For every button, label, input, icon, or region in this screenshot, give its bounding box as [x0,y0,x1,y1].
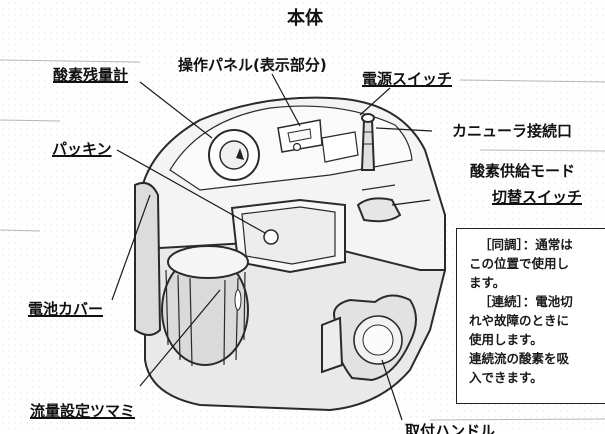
diagram-title: 本体 [287,8,323,29]
mode-note-box: ［同調］：通常は この位置で使用し ます。 ［連続］：電池切 れや故障のときに … [456,228,605,404]
background-lines [0,59,605,421]
note-line: 使用します。 [469,332,543,347]
note-line: この位置で使用し [469,256,570,271]
label-oxygen-gauge: 酸素残量計 [53,66,129,84]
note-line: ます。 [469,275,506,290]
leader-lines [111,73,433,421]
label-cannula-port: カニューラ接続口 [452,122,573,140]
label-mounting-handle: 取付ハンドル [405,422,496,434]
note-line: 入できます。 [469,370,543,385]
note-line: れや故障のときに [469,313,570,328]
note-line: ［連続］：電池切 [479,294,573,309]
label-supply-mode-line1: 酸素供給モード [470,162,576,180]
label-handle-clip: 取付ハンドル [405,416,605,434]
label-flow-knob: 流量設定ツマミ [30,402,136,420]
label-packing: パッキン [52,140,112,158]
note-line: 連続流の酸素を吸 [469,351,570,366]
note-line: ［同調］：通常は [479,237,573,252]
label-battery-cover: 電池カバー [28,300,104,318]
label-control-panel: 操作パネル(表示部分) [178,56,327,74]
label-power-switch: 電源スイッチ [362,70,453,88]
main-body [134,96,446,412]
label-supply-mode-line2: 切替スイッチ [492,188,583,206]
